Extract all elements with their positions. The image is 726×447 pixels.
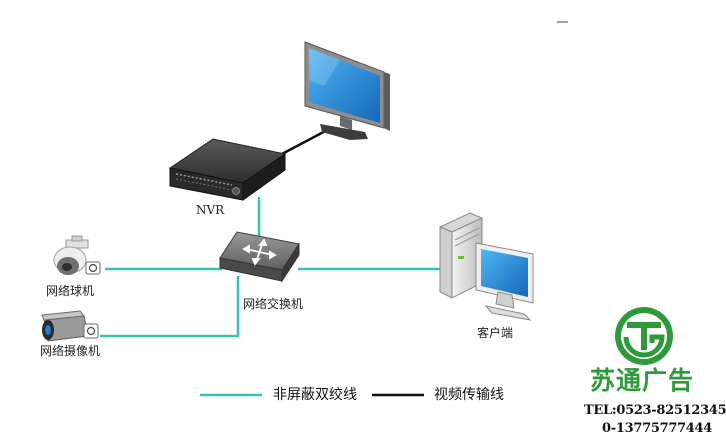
switch-label: 网络交换机 bbox=[243, 297, 304, 311]
bullet-camera-icon bbox=[41, 310, 99, 342]
nvr-recorder-icon bbox=[168, 138, 287, 201]
nvr-label: NVR bbox=[196, 203, 225, 217]
bullet-camera-label: 网络摄像机 bbox=[40, 344, 101, 358]
brand-name: 苏通广告 bbox=[590, 366, 695, 395]
legend-twisted-pair-label: 非屏蔽双绞线 bbox=[273, 387, 357, 403]
twisted-pair-bullet-switch bbox=[100, 276, 240, 338]
connection-lines bbox=[100, 125, 440, 338]
legend-video-line-label: 视频传输线 bbox=[434, 387, 504, 403]
desktop-computer-icon bbox=[438, 212, 534, 321]
dome-camera-icon bbox=[53, 235, 101, 275]
network-switch-icon bbox=[219, 231, 300, 283]
dome-camera-label: 网络球机 bbox=[46, 284, 95, 298]
client-label: 客户端 bbox=[477, 326, 514, 340]
monitor-icon bbox=[304, 41, 390, 140]
brand-mobile: 0-13775777444 bbox=[602, 421, 713, 436]
stg-logo-icon bbox=[615, 307, 673, 365]
brand-tel: TEL:0523-82512345 bbox=[584, 403, 726, 418]
